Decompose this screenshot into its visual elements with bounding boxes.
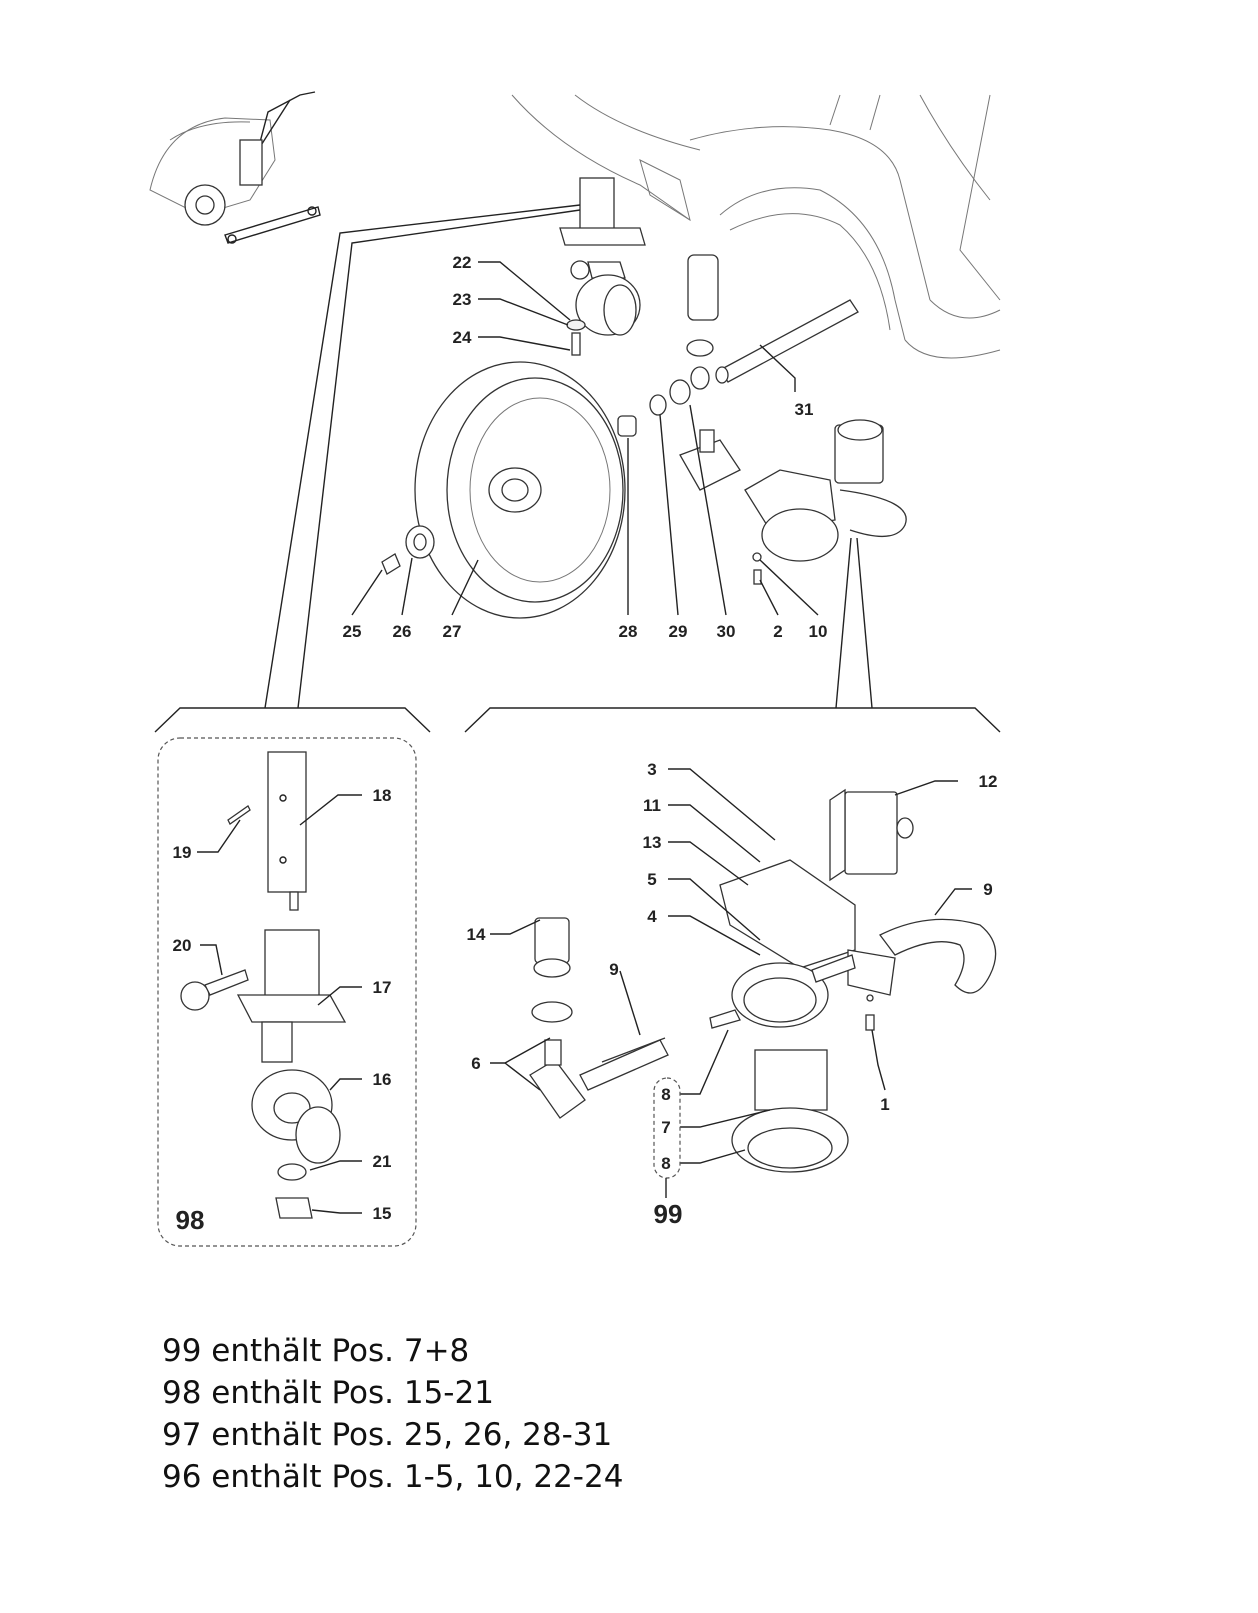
group-98-box <box>157 737 417 1247</box>
part-label-12: 12 <box>979 772 998 791</box>
part-labels: 22 23 24 31 25 26 27 28 29 30 2 10 18 19… <box>173 253 998 1235</box>
part-label-9-tube: 9 <box>609 960 618 979</box>
upper-leader-lines <box>351 261 819 616</box>
part-label-10: 10 <box>809 622 828 641</box>
machine-overview-thumbnail <box>149 91 321 244</box>
part-label-2: 2 <box>773 622 782 641</box>
part-label-9-hose: 9 <box>983 880 992 899</box>
part-label-11: 11 <box>643 796 661 815</box>
machine-body-outline <box>511 94 1001 359</box>
part-label-26: 26 <box>393 622 412 641</box>
note-98: 98 enthält Pos. 15-21 <box>162 1375 494 1411</box>
part-label-29: 29 <box>669 622 688 641</box>
part-label-21: 21 <box>373 1152 392 1171</box>
part-label-1: 1 <box>880 1095 889 1114</box>
part-label-24: 24 <box>453 328 472 347</box>
note-97: 97 enthält Pos. 25, 26, 28-31 <box>162 1417 613 1453</box>
exploded-parts-diagram: 22 23 24 31 25 26 27 28 29 30 2 10 18 19… <box>149 91 1001 1247</box>
assembly-notes: 99 enthält Pos. 7+8 98 enthält Pos. 15-2… <box>162 1330 623 1498</box>
part-label-18: 18 <box>373 786 392 805</box>
group-98-leader-lines <box>197 794 362 1214</box>
note-99: 99 enthält Pos. 7+8 <box>162 1333 470 1369</box>
part-label-8-bottom: 8 <box>661 1154 670 1173</box>
group-98-parts <box>180 751 347 1219</box>
part-label-8-top: 8 <box>661 1085 670 1104</box>
part-label-20: 20 <box>173 936 192 955</box>
part-label-14: 14 <box>467 925 486 944</box>
upper-assembly <box>381 177 907 619</box>
group-label-99: 99 <box>654 1199 683 1229</box>
part-label-4: 4 <box>647 907 657 926</box>
part-label-3: 3 <box>647 760 656 779</box>
part-label-16: 16 <box>373 1070 392 1089</box>
part-label-15: 15 <box>373 1204 392 1223</box>
part-label-13: 13 <box>643 833 662 852</box>
part-label-31: 31 <box>795 400 814 419</box>
part-label-17: 17 <box>373 978 392 997</box>
part-label-30: 30 <box>717 622 736 641</box>
note-96: 96 enthält Pos. 1-5, 10, 22-24 <box>162 1459 624 1495</box>
part-label-6: 6 <box>471 1054 480 1073</box>
group-99-leader-lines <box>490 768 972 1198</box>
part-label-27: 27 <box>443 622 462 641</box>
part-label-7: 7 <box>661 1118 670 1137</box>
part-label-19: 19 <box>173 843 192 862</box>
part-label-28: 28 <box>619 622 638 641</box>
group-label-98: 98 <box>176 1205 205 1235</box>
detail-connector-lines <box>154 204 1001 733</box>
part-label-23: 23 <box>453 290 472 309</box>
part-label-5: 5 <box>647 870 656 889</box>
part-label-25: 25 <box>343 622 362 641</box>
group-99-parts <box>529 788 997 1173</box>
part-label-22: 22 <box>453 253 472 272</box>
